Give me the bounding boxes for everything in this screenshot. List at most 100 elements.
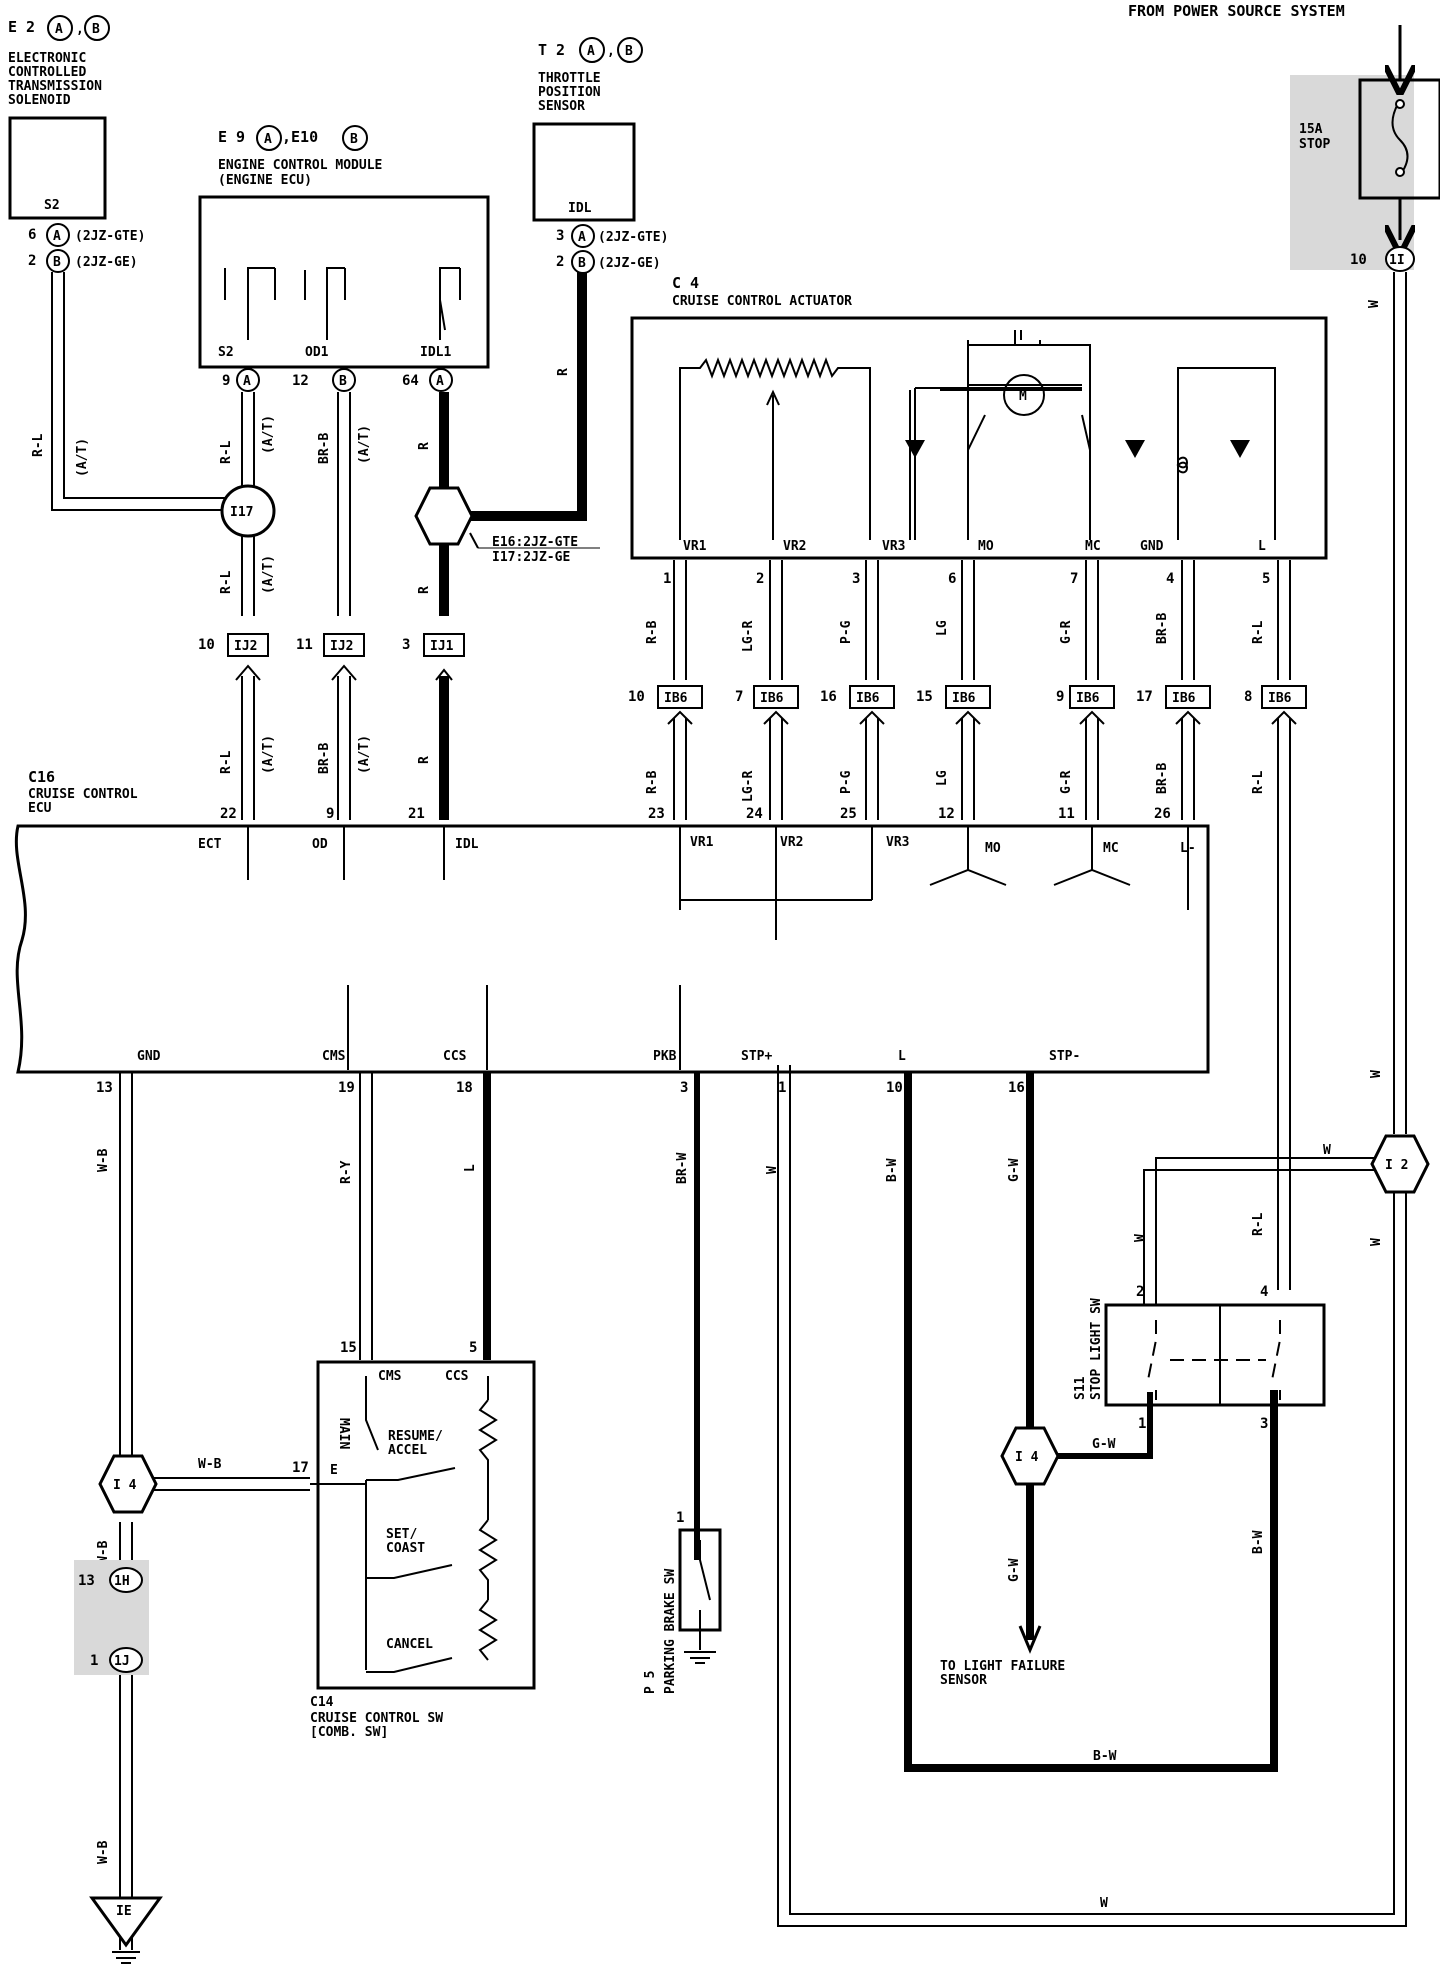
svg-text:64: 64 (402, 373, 419, 389)
svg-text:OD: OD (312, 837, 328, 852)
s11-stop-light-sw: 2 4 1 3 S11 STOP LIGHT SW (1073, 1284, 1326, 1432)
svg-text:B: B (92, 22, 100, 37)
svg-text:16: 16 (1008, 1080, 1025, 1096)
svg-text:2: 2 (1136, 1284, 1144, 1300)
svg-text:10: 10 (198, 637, 215, 653)
svg-text:VR3: VR3 (886, 835, 909, 850)
svg-text:IJ2: IJ2 (234, 639, 257, 654)
svg-text:W-B: W-B (96, 1840, 111, 1864)
svg-text:VR1: VR1 (683, 539, 707, 554)
svg-text:17: 17 (292, 1460, 309, 1476)
svg-text:CCS: CCS (445, 1369, 469, 1384)
svg-text:1: 1 (663, 571, 671, 587)
svg-text:R-B: R-B (645, 620, 660, 644)
svg-text:B: B (350, 132, 358, 147)
svg-text:E16:2JZ-GTE: E16:2JZ-GTE (492, 535, 578, 550)
svg-text:C16: C16 (28, 768, 55, 786)
svg-text:S2: S2 (218, 345, 234, 360)
svg-text:IB6: IB6 (1076, 691, 1100, 706)
svg-text:CONTROLLED: CONTROLLED (8, 65, 86, 80)
junction-i2: I 2 (1370, 1134, 1430, 1194)
svg-text:G-W: G-W (1007, 1558, 1022, 1582)
svg-text:(A/T): (A/T) (357, 735, 372, 774)
svg-text:IDL: IDL (455, 837, 479, 852)
svg-text:POSITION: POSITION (538, 85, 601, 100)
fuse-name: STOP (1299, 137, 1330, 152)
svg-text:W: W (1369, 1238, 1384, 1246)
svg-text:18: 18 (456, 1080, 473, 1096)
svg-text:LG-R: LG-R (741, 771, 756, 802)
svg-text:(A/T): (A/T) (357, 425, 372, 464)
t2-throttle-sensor: T 2 A , B THROTTLE POSITION SENSOR IDL 3… (532, 37, 668, 274)
svg-text:P 5: P 5 (643, 1671, 658, 1694)
svg-text:4: 4 (1260, 1284, 1268, 1300)
svg-text:B: B (339, 374, 347, 389)
svg-text:13: 13 (96, 1080, 113, 1096)
svg-text:12: 12 (938, 806, 955, 822)
svg-text:MAIN: MAIN (336, 1418, 351, 1449)
svg-text:P-G: P-G (839, 770, 854, 794)
svg-text:CANCEL: CANCEL (386, 1637, 433, 1652)
svg-text:ACCEL: ACCEL (388, 1443, 427, 1458)
svg-text:ELECTRONIC: ELECTRONIC (8, 51, 86, 66)
svg-text:8: 8 (1244, 689, 1252, 705)
svg-text:B-W: B-W (1251, 1530, 1266, 1554)
svg-text:IB6: IB6 (664, 691, 688, 706)
c4-cruise-actuator: C 4 CRUISE CONTROL ACTUATOR M VR1 VR2 VR… (630, 274, 1328, 587)
svg-text:THROTTLE: THROTTLE (538, 71, 601, 86)
svg-text:(2JZ-GTE): (2JZ-GTE) (75, 229, 145, 244)
svg-text:11: 11 (1058, 806, 1075, 822)
p5-parking-brake-sw: 1 P 5 PARKING BRAKE SW (643, 1510, 722, 1694)
svg-text:,E10: ,E10 (282, 128, 318, 146)
svg-text:26: 26 (1154, 806, 1171, 822)
svg-text:7: 7 (1070, 571, 1078, 587)
svg-text:A: A (587, 44, 595, 59)
svg-text:BR-B: BR-B (1155, 613, 1170, 644)
svg-text:4: 4 (1166, 571, 1174, 587)
svg-text:1H: 1H (114, 1574, 130, 1589)
svg-text:W: W (1133, 1234, 1148, 1242)
svg-text:A: A (55, 22, 63, 37)
svg-text:,: , (76, 22, 84, 37)
svg-text:BR-B: BR-B (317, 743, 332, 774)
svg-text:I17:2JZ-GE: I17:2JZ-GE (492, 550, 570, 565)
fuse-rating: 15A (1299, 122, 1323, 137)
svg-text:W: W (765, 1166, 780, 1174)
svg-text:16: 16 (820, 689, 837, 705)
svg-text:G-W: G-W (1007, 1158, 1022, 1182)
svg-text:MC: MC (1085, 539, 1101, 554)
svg-text:W-B: W-B (96, 1148, 111, 1172)
wires-ij-to-ecu: R-L (A/T) BR-B (A/T) R (219, 664, 453, 820)
svg-text:(A/T): (A/T) (261, 555, 276, 594)
svg-text:VR2: VR2 (783, 539, 806, 554)
svg-text:G-R: G-R (1059, 770, 1074, 794)
svg-text:MC: MC (1103, 841, 1119, 856)
svg-text:22: 22 (220, 806, 237, 822)
svg-text:RESUME/: RESUME/ (388, 1429, 443, 1444)
svg-text:19: 19 (338, 1080, 355, 1096)
svg-text:I 2: I 2 (1385, 1158, 1408, 1173)
svg-text:25: 25 (840, 806, 857, 822)
svg-text:6: 6 (28, 227, 36, 243)
svg-text:R-Y: R-Y (339, 1160, 354, 1184)
svg-text:TRANSMISSION: TRANSMISSION (8, 79, 102, 94)
svg-text:17: 17 (1136, 689, 1153, 705)
svg-text:IDL: IDL (568, 201, 592, 216)
power-source-note: FROM POWER SOURCE SYSTEM (1128, 2, 1345, 20)
svg-text:CRUISE CONTROL: CRUISE CONTROL (28, 787, 138, 802)
svg-text:E: E (330, 1463, 338, 1478)
svg-text:TO LIGHT FAILURE: TO LIGHT FAILURE (940, 1659, 1065, 1674)
svg-text:BR-B: BR-B (1155, 763, 1170, 794)
svg-text:C 4: C 4 (672, 274, 699, 292)
wires-actuator: R-B LG-R P-G LG G-R BR-B R-L R-B LG-R P-… (645, 560, 1297, 1290)
svg-text:A: A (264, 132, 272, 147)
svg-text:ENGINE CONTROL MODULE: ENGINE CONTROL MODULE (218, 158, 382, 173)
svg-text:COAST: COAST (386, 1541, 425, 1556)
svg-text:P-G: P-G (839, 620, 854, 644)
svg-text:23: 23 (648, 806, 665, 822)
ib6-connectors: 10 IB6 7 IB6 16 IB6 15 IB6 9 IB6 17 IB6 … (628, 685, 1307, 709)
svg-text:VR2: VR2 (780, 835, 803, 850)
svg-text:CCS: CCS (443, 1049, 467, 1064)
svg-text:PKB: PKB (653, 1049, 677, 1064)
